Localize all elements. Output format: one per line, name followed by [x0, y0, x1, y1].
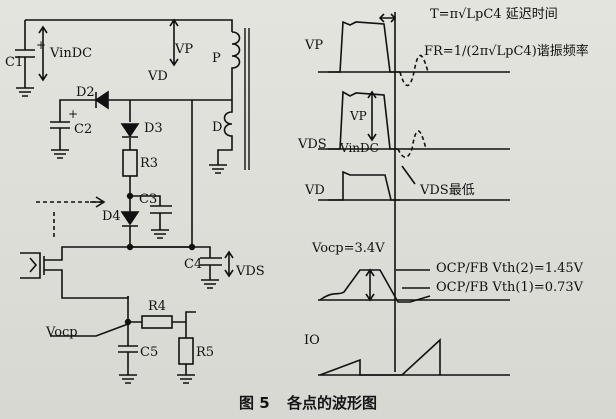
- transformer-core: [244, 28, 250, 170]
- c1-capacitor: [15, 20, 35, 88]
- vds-circuit-label: VDS: [236, 264, 265, 279]
- c1-ground: [16, 87, 34, 97]
- mosfet: [20, 246, 192, 299]
- c5-ground: [119, 374, 137, 384]
- r3-label: R3: [140, 156, 159, 171]
- c1-label: C1: [5, 55, 24, 70]
- vindc-inner-label: VinDC: [340, 141, 379, 155]
- vd-circuit-label: VD: [148, 69, 168, 84]
- resonant-annotation: FR=1/(2π√LpC4)谐振频率: [424, 44, 589, 59]
- vp-inner-label: VP: [350, 109, 367, 123]
- figure-title: 各点的波形图: [286, 394, 377, 412]
- vds-min-leader: [401, 165, 416, 185]
- r4-resistor: [141, 315, 173, 329]
- top-rail: [25, 19, 233, 32]
- d2-label: D2: [76, 85, 95, 100]
- row-label-vd: VD: [305, 183, 325, 198]
- vp-arrow: [169, 18, 179, 67]
- vocp-leader: [50, 323, 129, 337]
- vp-inner-arrow: [367, 90, 377, 142]
- vds-ringing: [397, 130, 427, 159]
- vocp-circuit-label: Vocp: [46, 325, 78, 340]
- vocp-level-label: Vocp=3.4V: [312, 241, 385, 256]
- c3-label: C3: [139, 192, 158, 207]
- vds-min-label: VDS最低: [420, 183, 475, 198]
- ocp-vth1-label: OCP/FB Vth(1)=0.73V: [436, 280, 584, 295]
- c2-plus-label: +: [68, 107, 79, 121]
- figure-number: 图 5: [239, 394, 270, 412]
- c1-plus-label: +: [36, 38, 47, 52]
- r4-label: R4: [148, 299, 167, 314]
- row-label-vds: VDS: [298, 137, 327, 152]
- row-label-vp: VP: [305, 38, 324, 53]
- d3-label: D3: [144, 121, 163, 136]
- vindc-arrow: [38, 25, 48, 82]
- vd-waveform: [328, 170, 400, 201]
- c2-capacitor: [50, 105, 70, 150]
- d3-diode: [120, 123, 140, 138]
- c2-label: C2: [74, 122, 93, 137]
- vds-waveform: [328, 90, 398, 150]
- figure-caption: 图 5 各点的波形图: [0, 392, 616, 413]
- d4-label: D4: [102, 209, 121, 224]
- c5-capacitor: [118, 322, 138, 375]
- d2-diode: [94, 90, 109, 110]
- c3-capacitor: [130, 195, 172, 230]
- aux-winding-d: [217, 100, 233, 165]
- c4-ground: [201, 279, 219, 289]
- ocp-waveform: [319, 269, 431, 303]
- dashed-arrow: [90, 196, 106, 208]
- vds-arrow: [224, 250, 234, 278]
- d-winding-label: D: [212, 120, 223, 135]
- p-winding-label: P: [212, 51, 221, 66]
- r5-label: R5: [196, 345, 215, 360]
- vp-waveform: [328, 20, 400, 73]
- c4-capacitor: [192, 246, 222, 280]
- r5-ground: [177, 374, 195, 384]
- d-ground: [209, 164, 227, 174]
- vocp-arrow: [365, 268, 375, 302]
- t-delay-arrows: [378, 13, 397, 23]
- row-label-io: IO: [304, 333, 320, 348]
- c3-ground: [151, 229, 169, 239]
- io-waveform: [319, 338, 441, 376]
- ocp-node: [127, 296, 196, 338]
- delay-annotation: T=π√LpC4 延迟时间: [430, 7, 558, 22]
- vp-circuit-label: VP: [175, 42, 194, 57]
- vindc-label: VinDC: [50, 46, 93, 61]
- c5-label: C5: [140, 345, 159, 360]
- primary-winding-p: [231, 31, 241, 100]
- c2-ground: [51, 149, 69, 159]
- ocp-vth2-label: OCP/FB Vth(2)=1.45V: [436, 261, 584, 276]
- c4-label: C4: [184, 257, 203, 272]
- drain-node: [59, 99, 232, 105]
- vp-ringing: [399, 54, 429, 87]
